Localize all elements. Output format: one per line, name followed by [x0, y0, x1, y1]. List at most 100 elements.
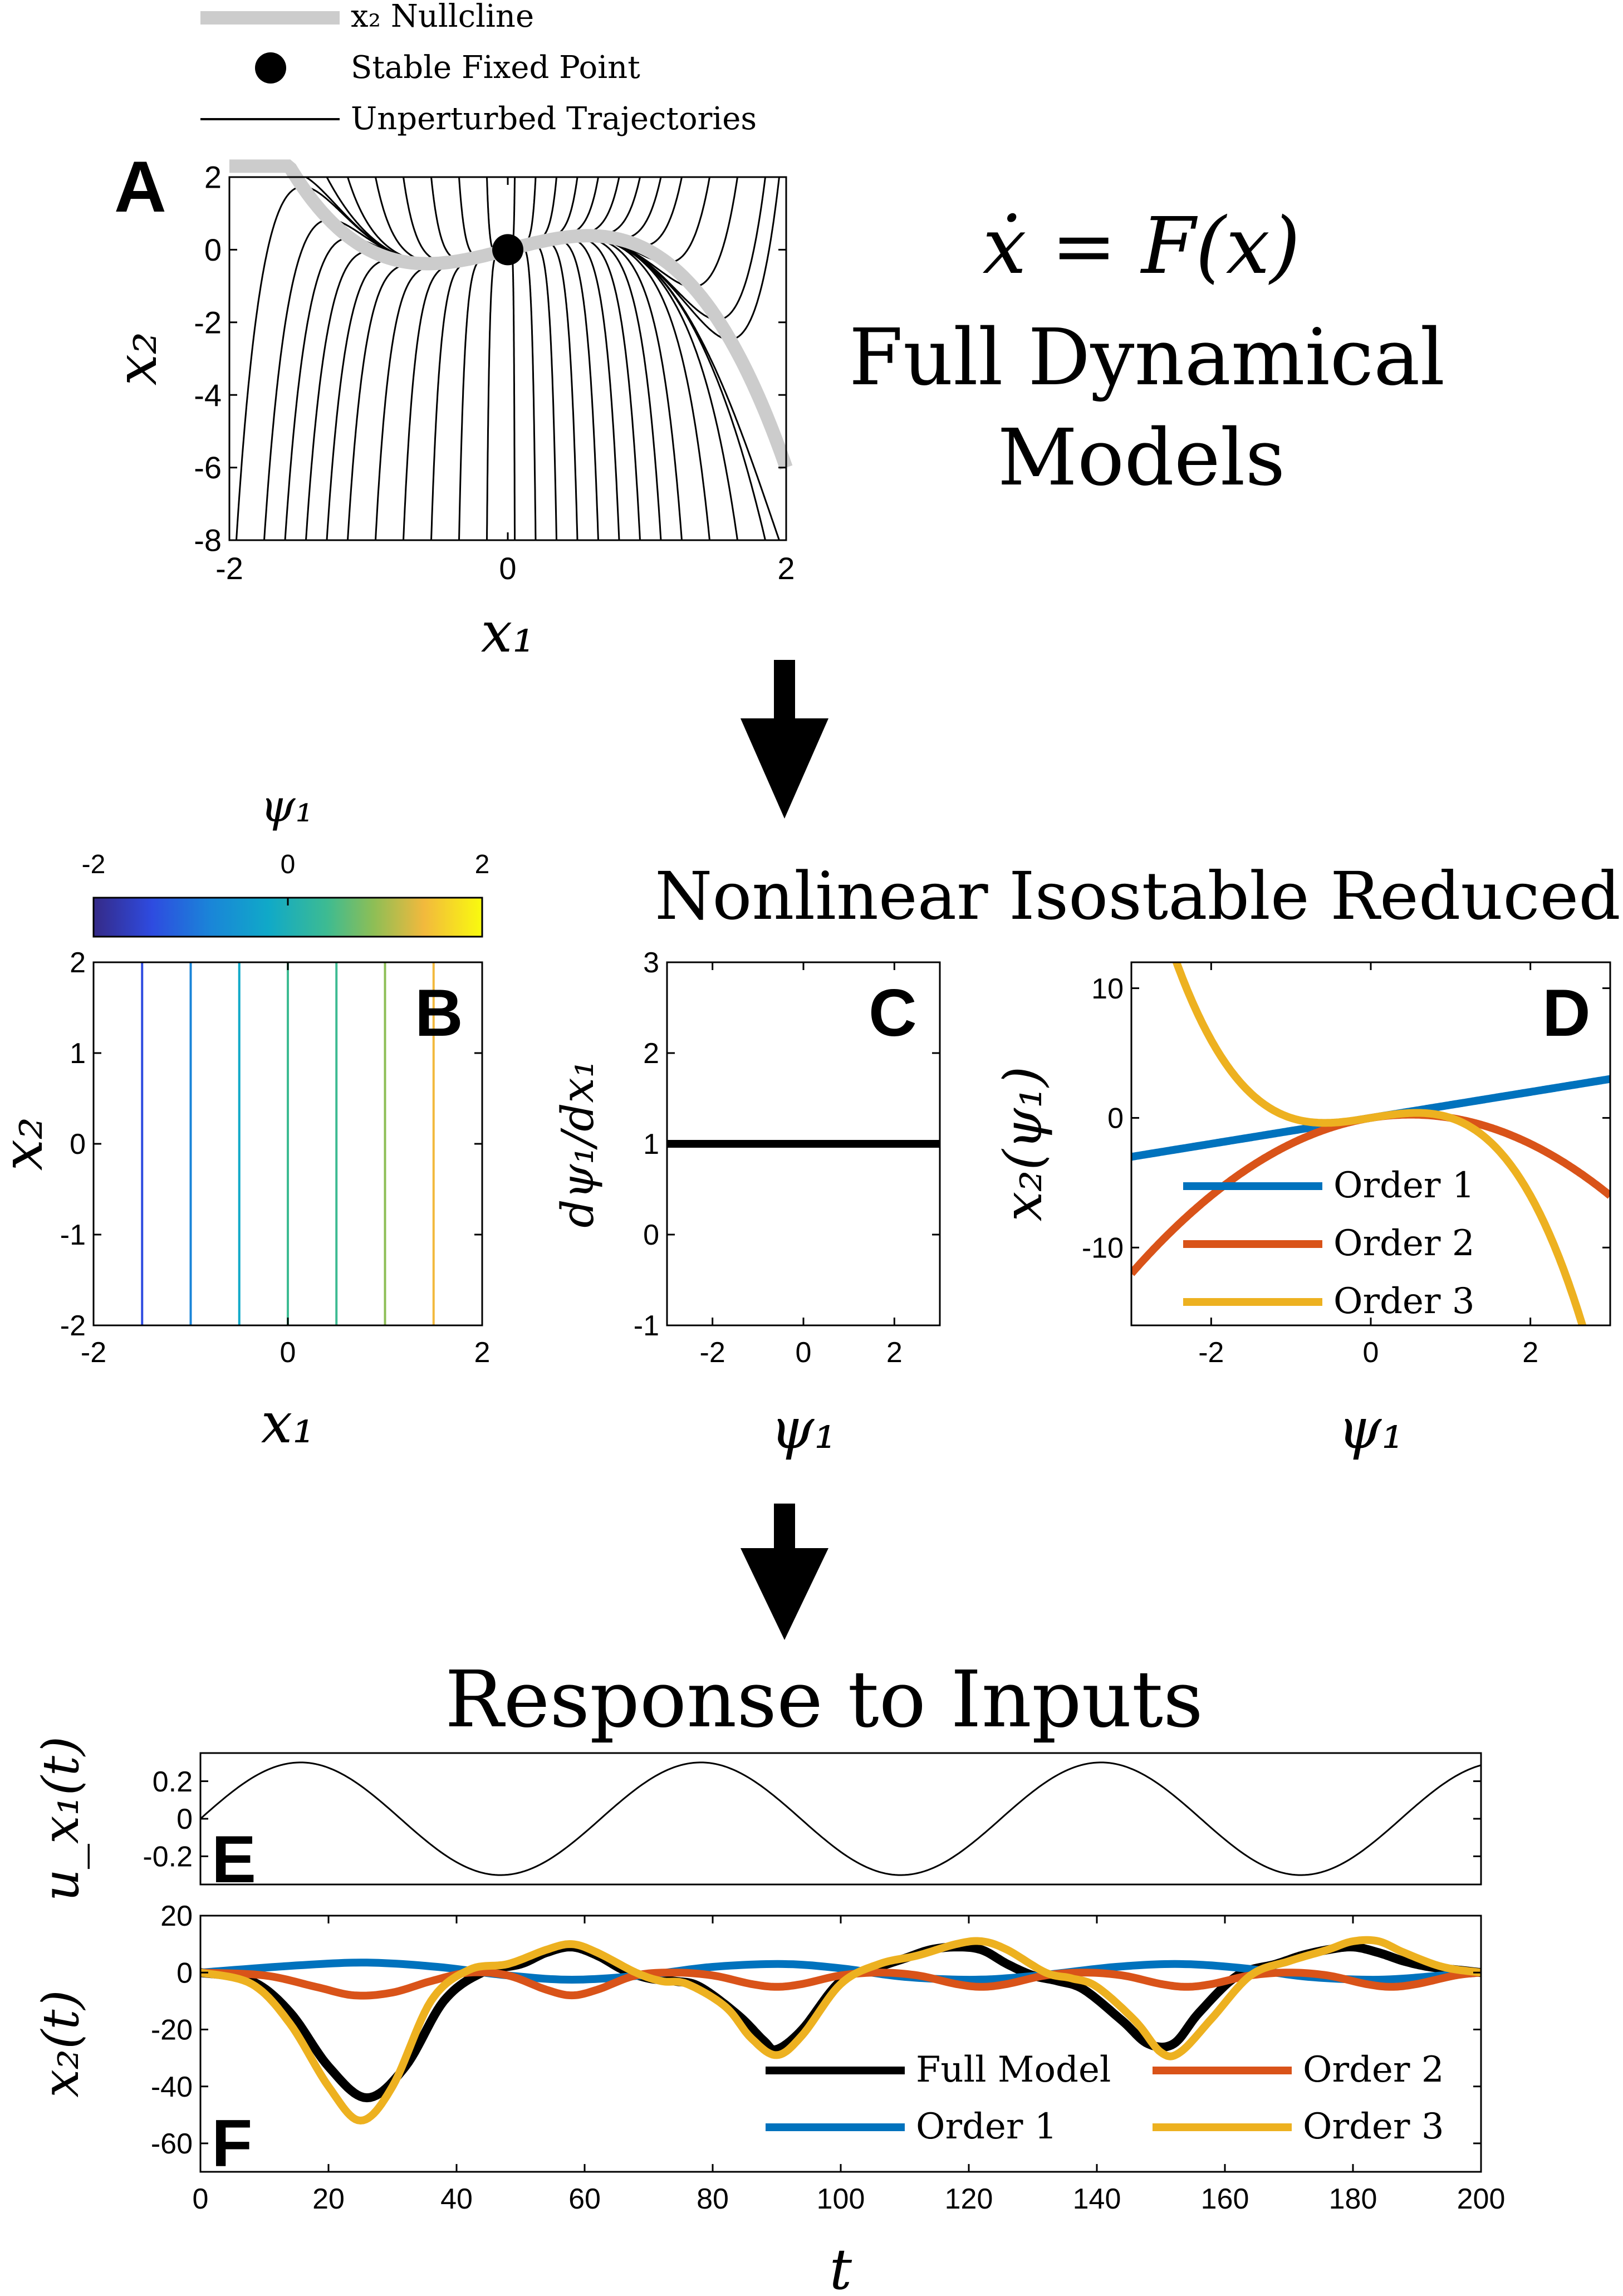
legend-d-label: Order 1 [1333, 1165, 1475, 1206]
y-axis-label-c: dψ₁/dx₁ [552, 1060, 604, 1227]
colorbar-tick-label: 0 [281, 850, 296, 879]
f-xtick-label: 200 [1457, 2183, 1506, 2215]
input-signal-line [200, 1761, 1482, 1876]
f-xtick-label: 100 [817, 2183, 865, 2215]
panel-letter-d: D [1542, 976, 1591, 1050]
trajectory-line [458, 249, 508, 541]
full-model-title-line1: Full Dynamical [849, 312, 1445, 403]
x-axis-label-b: x₁ [261, 1391, 315, 1456]
series-line-order-3 [1172, 962, 1587, 1325]
e-ytick-label: -0.2 [143, 1841, 193, 1873]
colorbar-b: ψ₁ -2 0 2 [82, 780, 490, 938]
legend-f-label: Order 1 [916, 2106, 1057, 2147]
a-ytick-label: 0 [204, 232, 222, 267]
legend-d-label: Order 2 [1333, 1223, 1475, 1264]
trajectory-line [486, 249, 508, 541]
full-model-equation: ẋ = F(x) [983, 201, 1301, 292]
x-axis-label-c: ψ₁ [771, 1396, 837, 1461]
axes-frame-a [228, 176, 787, 541]
panel-letter-e: E [212, 1822, 256, 1897]
trajectory-line [507, 236, 641, 541]
c-xtick-label: -2 [700, 1337, 725, 1369]
c-ytick-label: -1 [634, 1310, 659, 1342]
y-axis-label-d: x₂(ψ₁) [993, 1066, 1054, 1221]
panel-letter-f: F [212, 2106, 252, 2181]
c-xtick-label: 0 [796, 1337, 812, 1369]
panel-letter-c: C [869, 976, 917, 1050]
f-ytick-label: 0 [176, 1957, 193, 1989]
trajectory-line [326, 249, 508, 541]
x-axis-label-f: t [830, 2237, 852, 2296]
f-ytick-label: -20 [151, 2014, 193, 2047]
a-ytick-label: -4 [194, 378, 222, 413]
trajectory-line [263, 218, 508, 541]
d-ytick-label: 10 [1091, 973, 1124, 1005]
b-xtick-label: 2 [474, 1337, 491, 1369]
c-ytick-label: 1 [643, 1128, 659, 1161]
colorbar-title: ψ₁ [261, 780, 313, 832]
series-e [200, 1761, 1482, 1876]
a-ytick-label: 2 [204, 160, 222, 195]
trajectory-lines [236, 176, 780, 541]
d-xtick-label: 0 [1363, 1337, 1379, 1369]
d-ytick-label: 0 [1107, 1103, 1124, 1135]
axes-frame-f [199, 1915, 1482, 2173]
trajectory-line [507, 240, 578, 541]
f-xtick-label: 40 [440, 2183, 473, 2215]
reduced-models-title: Nonlinear Isostable Reduced Models [655, 858, 1623, 934]
b-xtick-label: 0 [280, 1337, 296, 1369]
f-xtick-label: 140 [1073, 2183, 1121, 2215]
e-ytick-label: 0 [176, 1803, 193, 1835]
arrow-2-head [741, 1548, 828, 1640]
c-ytick-label: 3 [643, 947, 659, 979]
a-xtick-label: 0 [499, 551, 516, 586]
f-xtick-label: 60 [568, 2183, 601, 2215]
colorbar-tick-label: -2 [82, 850, 106, 879]
x-axis-label-a: x₁ [481, 600, 535, 665]
f-ytick-label: -40 [151, 2071, 193, 2103]
f-xtick-label: 80 [697, 2183, 729, 2215]
c-ytick-label: 0 [643, 1219, 659, 1251]
down-arrow-1 [741, 660, 828, 819]
response-title: Response to Inputs [445, 1654, 1203, 1745]
d-ytick-label: -10 [1082, 1232, 1124, 1264]
y-axis-label-e: u_x₁(t) [32, 1736, 90, 1901]
isostable-level-lines [141, 962, 435, 1325]
y-axis-label-b: x₂ [0, 1117, 55, 1171]
arrow-1-head [741, 718, 828, 819]
trajectory-line [507, 245, 537, 541]
f-xtick-label: 20 [312, 2183, 345, 2215]
series-f [199, 1936, 1482, 2125]
axis-ticks-e: 0.20-0.2 [143, 1766, 1481, 1873]
d-xtick-label: -2 [1198, 1337, 1224, 1369]
colorbar-ticks: -2 0 2 [82, 850, 490, 905]
legend-f-label: Full Model [916, 2049, 1111, 2091]
f-xtick-label: 0 [193, 2183, 209, 2215]
colorbar-tick-label: 2 [475, 850, 490, 879]
c-xtick-label: 2 [886, 1337, 903, 1369]
legend-f-label: Order 2 [1303, 2049, 1444, 2091]
y-axis-label-f: x₂(t) [32, 1990, 90, 2097]
a-xtick-label: 2 [777, 551, 795, 586]
panel-letter-b: B [415, 976, 463, 1050]
fixed-point-legend-marker [255, 52, 286, 84]
y-axis-label-a: x₂ [104, 332, 169, 385]
top-legend: x₂ Nullcline Stable Fixed Point Unpertur… [200, 0, 757, 137]
b-ytick-label: -1 [60, 1219, 86, 1251]
panel-letter-a: A [114, 146, 166, 227]
down-arrow-2 [741, 1504, 828, 1640]
a-xtick-label: -2 [215, 551, 243, 586]
a-ytick-label: -8 [194, 523, 222, 558]
trajectories-legend-label: Unperturbed Trajectories [351, 101, 757, 137]
